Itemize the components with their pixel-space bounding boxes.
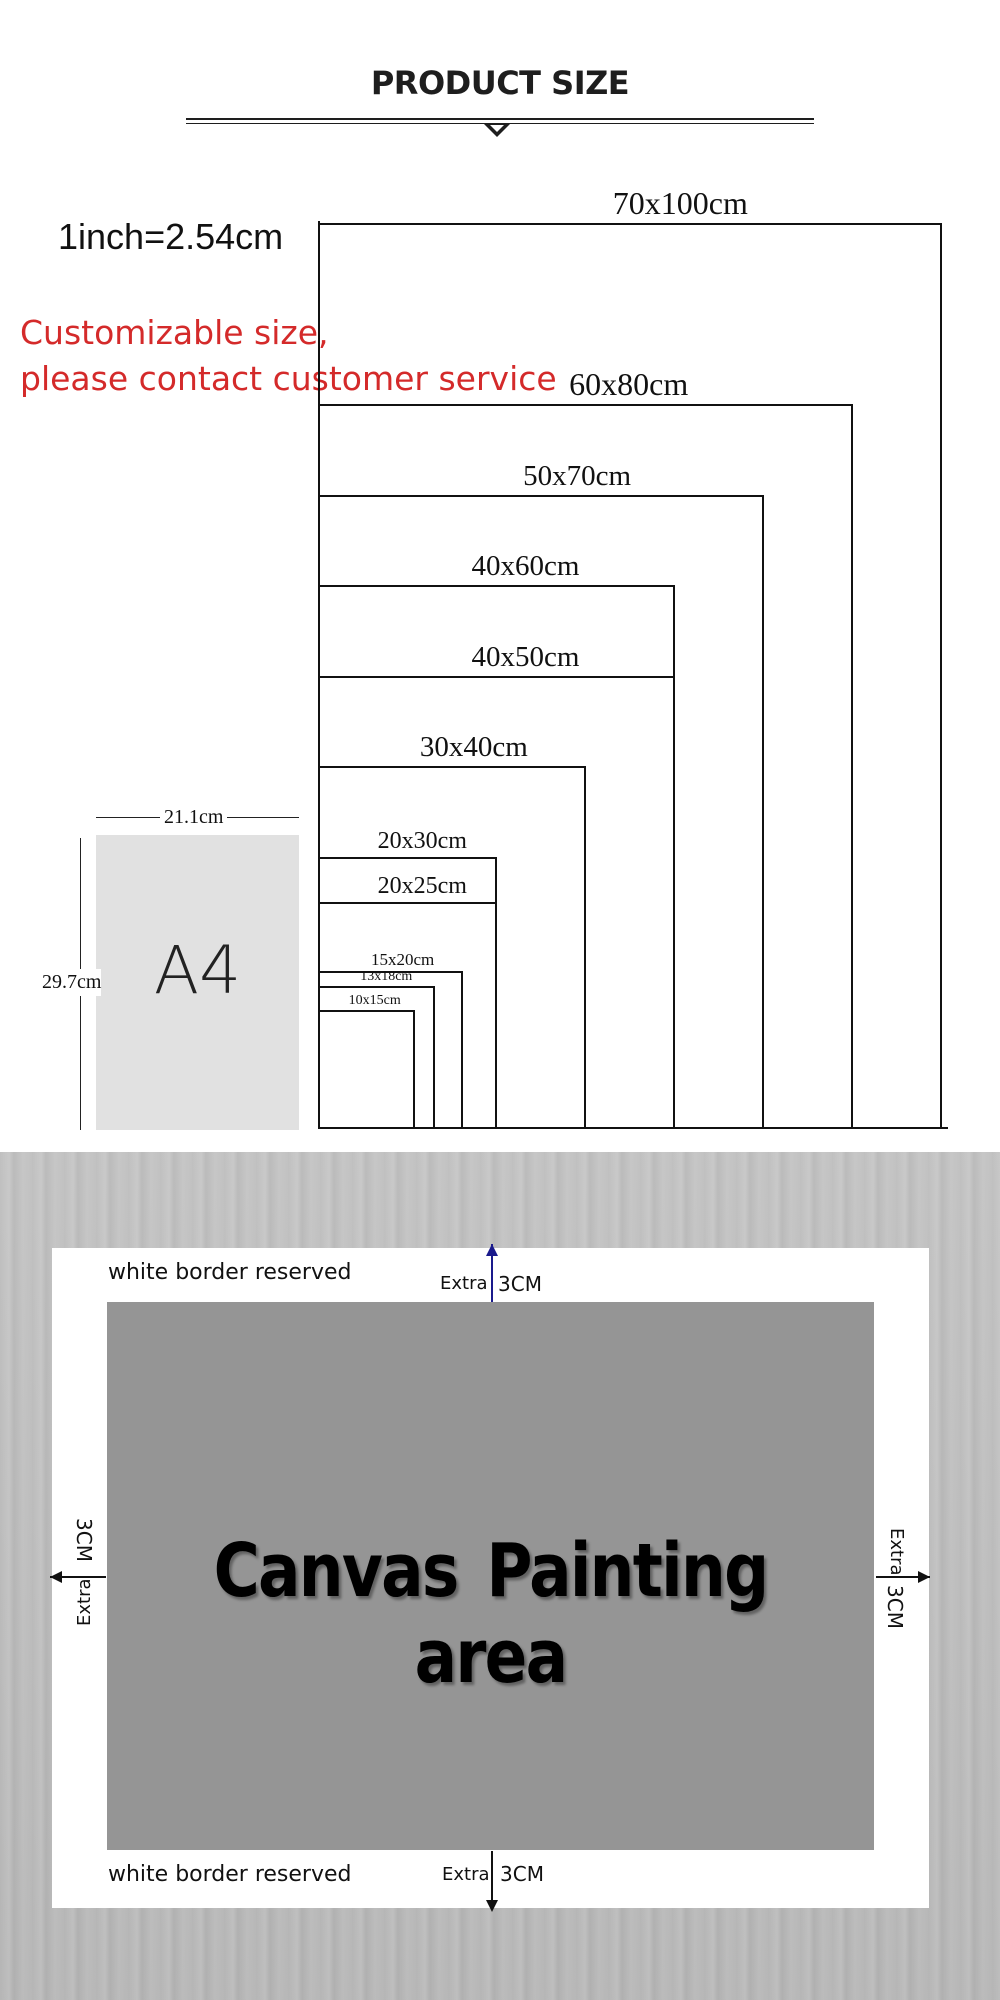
arrow-left-icon xyxy=(50,1571,62,1583)
right-extra-label: Extra xyxy=(886,1528,907,1576)
custom-size-note: Customizable size, please contact custom… xyxy=(20,310,557,402)
custom-size-note-line-2: please contact customer service xyxy=(20,359,557,398)
left-extra-arrow-line xyxy=(50,1576,106,1578)
canvas-painting-area xyxy=(107,1302,874,1850)
size-label: 20x25cm xyxy=(377,872,467,899)
a4-width-label: 21.1cm xyxy=(160,806,228,829)
custom-size-note-line-1: Customizable size, xyxy=(20,313,329,352)
size-label: 30x40cm xyxy=(419,731,528,764)
size-label: 20x30cm xyxy=(377,827,467,854)
arrow-up-icon xyxy=(486,1244,498,1256)
size-frame-40x50cm xyxy=(319,675,675,1128)
page-title: PRODUCT SIZE xyxy=(370,64,630,102)
left-extra-label: Extra xyxy=(74,1578,95,1626)
size-label: 13x18cm xyxy=(360,969,413,985)
size-label: 50x70cm xyxy=(523,459,632,492)
frames-left-edge xyxy=(318,221,320,1129)
size-frame-50x70cm xyxy=(319,494,764,1128)
size-frame-30x40cm xyxy=(319,766,586,1128)
size-frame-70x100cm xyxy=(319,223,942,1128)
left-extra-size: 3CM xyxy=(72,1518,96,1562)
title-divider xyxy=(186,118,814,120)
chevron-down-icon-inner xyxy=(490,125,504,132)
size-label: 40x50cm xyxy=(471,640,580,673)
bottom-extra-arrow-line xyxy=(491,1851,493,1909)
size-label: 40x60cm xyxy=(471,550,580,583)
right-extra-arrow-line xyxy=(876,1576,930,1578)
bottom-extra-size: 3CM xyxy=(500,1862,544,1886)
bottom-extra-label: Extra xyxy=(442,1864,490,1885)
frames-baseline xyxy=(318,1127,948,1129)
size-label: 60x80cm xyxy=(569,365,689,402)
right-extra-size: 3CM xyxy=(883,1585,907,1629)
a4-label: A4 xyxy=(153,932,242,1009)
size-frame-13x18cm xyxy=(319,986,435,1128)
unit-conversion-note: 1inch=2.54cm xyxy=(58,216,284,257)
border-note-top: white border reserved xyxy=(108,1260,352,1285)
size-label: 70x100cm xyxy=(612,184,748,221)
size-frame-10x15cm xyxy=(319,1009,416,1128)
top-extra-arrow-line xyxy=(491,1244,493,1302)
canvas-painting-area-label: Canvas Painting area xyxy=(213,1528,770,1700)
a4-reference-sheet xyxy=(96,835,299,1130)
size-label: 10x15cm xyxy=(348,993,401,1009)
arrow-down-icon xyxy=(486,1900,498,1912)
title-divider-double xyxy=(186,123,814,124)
top-extra-label: Extra xyxy=(440,1273,488,1294)
size-frame-20x25cm xyxy=(319,901,497,1128)
size-frame-60x80cm xyxy=(319,404,853,1128)
size-label: 15x20cm xyxy=(370,950,435,970)
arrow-right-icon xyxy=(918,1571,930,1583)
top-extra-size: 3CM xyxy=(498,1272,542,1296)
size-frame-15x20cm xyxy=(319,970,464,1128)
border-note-bottom: white border reserved xyxy=(108,1862,352,1887)
a4-height-label: 29.7cm xyxy=(42,969,102,996)
